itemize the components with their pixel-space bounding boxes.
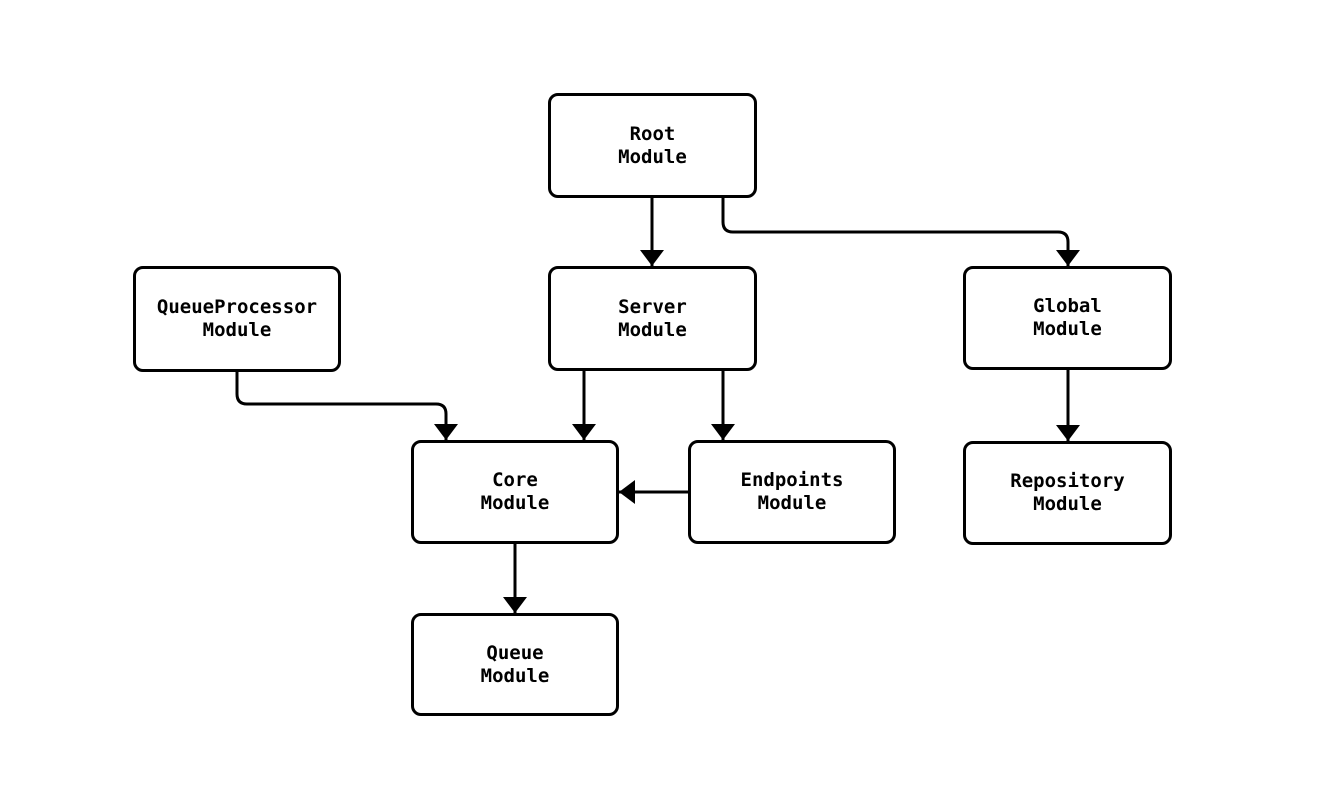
node-global-module: Global Module xyxy=(963,266,1172,370)
node-label: Queue Module xyxy=(480,641,550,687)
node-label: Core Module xyxy=(480,469,550,514)
edge-root-to-global xyxy=(721,198,1080,266)
node-label: QueueProcessor Module xyxy=(156,296,318,341)
node-endpoints-module: Endpoints Module xyxy=(688,440,896,544)
node-queueprocessor-module: QueueProcessor Module xyxy=(133,266,341,372)
node-queue-module: Queue Module xyxy=(411,613,619,716)
node-label: Server Module xyxy=(618,295,687,341)
node-root-module: Root Module xyxy=(548,93,757,198)
node-label: Endpoints Module xyxy=(740,469,844,514)
node-repository-module: Repository Module xyxy=(963,441,1172,545)
edge-queueprocessor-to-core xyxy=(235,372,458,440)
node-server-module: Server Module xyxy=(548,266,757,371)
node-label: Global Module xyxy=(1033,295,1102,340)
node-label: Repository Module xyxy=(1010,470,1125,515)
node-label: Root Module xyxy=(618,122,687,168)
node-core-module: Core Module xyxy=(411,440,619,544)
